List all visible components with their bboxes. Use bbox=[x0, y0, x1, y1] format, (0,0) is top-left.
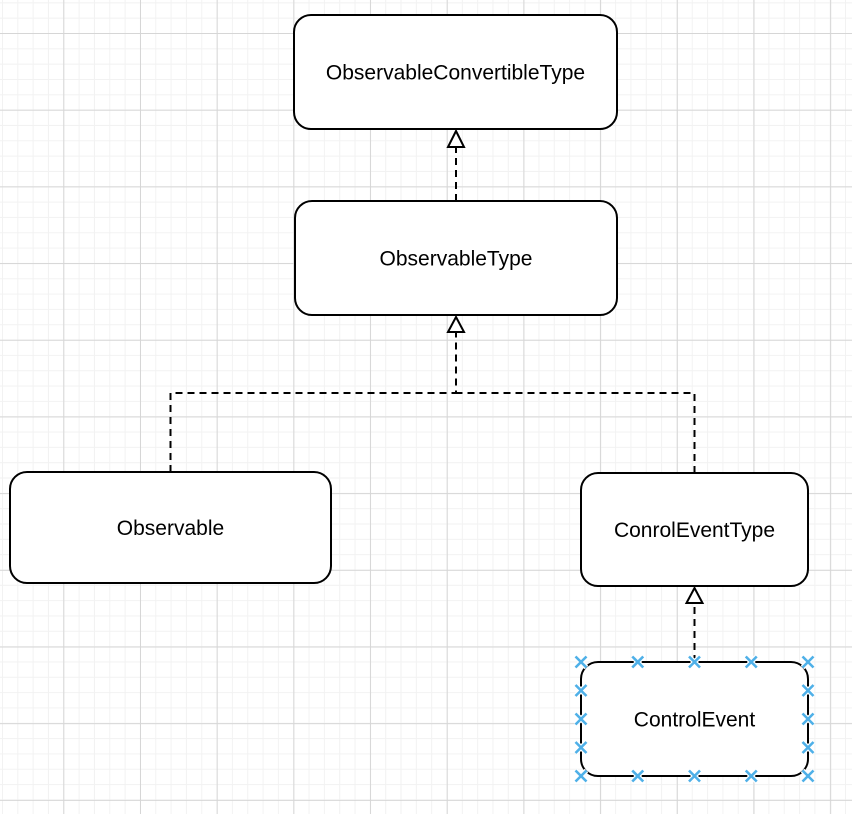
connection-point-icon[interactable] bbox=[803, 771, 814, 782]
edge-observable-to-observabletype[interactable] bbox=[169, 314, 466, 472]
connection-point-icon[interactable] bbox=[576, 657, 587, 668]
node-label-observable-convertible-type: ObservableConvertibleType bbox=[326, 61, 585, 84]
node-observable-type[interactable]: ObservableType bbox=[294, 200, 618, 316]
hollow-triangle-arrowhead bbox=[684, 585, 705, 604]
node-observable-convertible-type[interactable]: ObservableConvertibleType bbox=[293, 14, 618, 130]
node-label-observable-type: ObservableType bbox=[380, 247, 533, 270]
node-label-observable: Observable bbox=[117, 517, 224, 540]
node-control-event[interactable]: ControlEvent bbox=[580, 661, 809, 777]
edge-coroleventtype-to-observabletype[interactable] bbox=[456, 392, 696, 473]
connection-point-icon[interactable] bbox=[803, 657, 814, 668]
node-label-conrol-event-type: ConrolEventType bbox=[614, 519, 775, 542]
node-label-control-event: ControlEvent bbox=[634, 708, 756, 731]
node-observable[interactable]: Observable bbox=[9, 471, 332, 584]
hollow-triangle-arrowhead bbox=[446, 314, 466, 333]
connection-point-icon[interactable] bbox=[576, 771, 587, 782]
edge-observabletype-to-observableconvertibletype[interactable] bbox=[446, 128, 466, 201]
hollow-triangle-arrowhead bbox=[446, 128, 466, 148]
edge-controlevent-to-coroleventtype[interactable] bbox=[684, 585, 705, 662]
node-conrol-event-type[interactable]: ConrolEventType bbox=[580, 472, 809, 587]
